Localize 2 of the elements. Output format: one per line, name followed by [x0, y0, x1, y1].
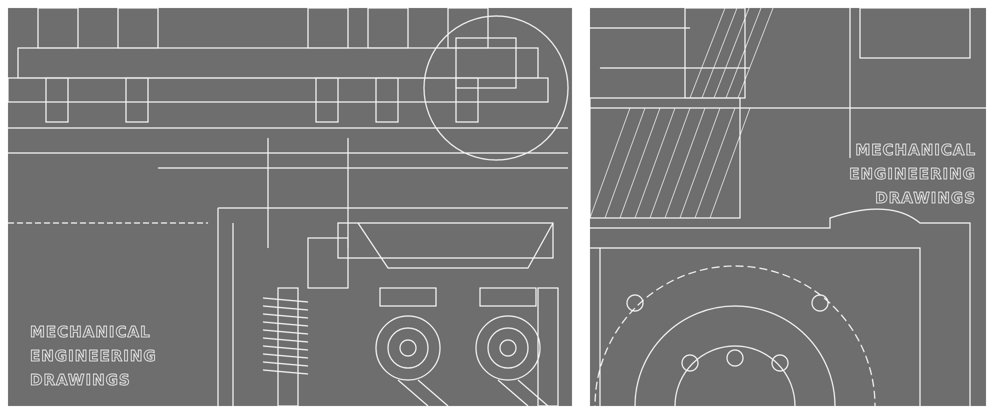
- title-text: MECHANICAL ENGINEERING DRAWINGS: [30, 322, 158, 391]
- title-text: MECHANICAL ENGINEERING DRAWINGS: [848, 140, 976, 209]
